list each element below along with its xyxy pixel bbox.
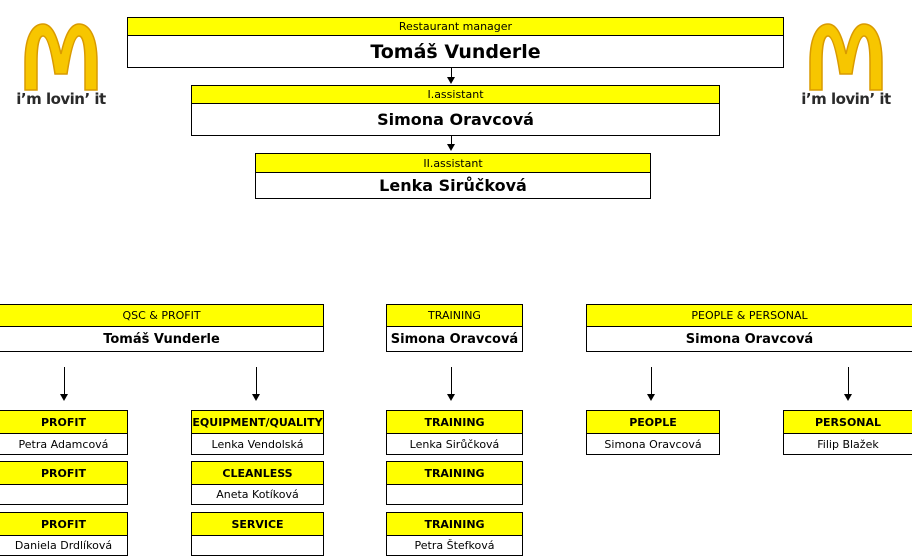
- role-header: EQUIPMENT/QUALITY: [191, 410, 324, 434]
- role-person: Filip Blažek: [783, 434, 912, 455]
- restaurant-manager-title: Restaurant manager: [127, 17, 784, 36]
- role-person: [191, 536, 324, 556]
- role-header: PEOPLE: [586, 410, 720, 434]
- role-header: CLEANLESS: [191, 461, 324, 485]
- role-header: TRAINING: [386, 410, 523, 434]
- golden-arches-icon: [24, 23, 98, 91]
- role-person: Petra Adamcová: [0, 434, 128, 455]
- section-qsc-profit-name: Tomáš Vunderle: [0, 327, 324, 352]
- role-person: Lenka Sirůčková: [386, 434, 523, 455]
- role-person: Aneta Kotíková: [191, 485, 324, 505]
- role-person: Daniela Drdlíková: [0, 536, 128, 556]
- role-person: Lenka Vendolská: [191, 434, 324, 455]
- role-header: TRAINING: [386, 512, 523, 536]
- section-people-personal-title: PEOPLE & PERSONAL: [586, 304, 912, 327]
- role-person: Simona Oravcová: [586, 434, 720, 455]
- role-header: PROFIT: [0, 461, 128, 485]
- first-assistant-name: Simona Oravcová: [191, 104, 720, 136]
- golden-arches-icon: [809, 23, 883, 91]
- role-header: PERSONAL: [783, 410, 912, 434]
- role-header: TRAINING: [386, 461, 523, 485]
- second-assistant-title: II.assistant: [255, 153, 651, 173]
- restaurant-manager-name: Tomáš Vunderle: [127, 36, 784, 68]
- tagline: i’m lovin’ it: [801, 90, 891, 108]
- role-person: [0, 485, 128, 505]
- section-training-title: TRAINING: [386, 304, 523, 327]
- first-assistant-title: I.assistant: [191, 85, 720, 104]
- section-people-personal-name: Simona Oravcová: [586, 327, 912, 352]
- mcdonalds-logo-left: i’m lovin’ it: [8, 22, 114, 108]
- second-assistant-name: Lenka Sirůčková: [255, 173, 651, 199]
- tagline: i’m lovin’ it: [16, 90, 106, 108]
- role-header: PROFIT: [0, 410, 128, 434]
- role-header: PROFIT: [0, 512, 128, 536]
- role-person: Petra Štefková: [386, 536, 523, 556]
- role-header: SERVICE: [191, 512, 324, 536]
- role-person: [386, 485, 523, 505]
- mcdonalds-logo-right: i’m lovin’ it: [793, 22, 899, 108]
- section-qsc-profit-title: QSC & PROFIT: [0, 304, 324, 327]
- section-training-name: Simona Oravcová: [386, 327, 523, 352]
